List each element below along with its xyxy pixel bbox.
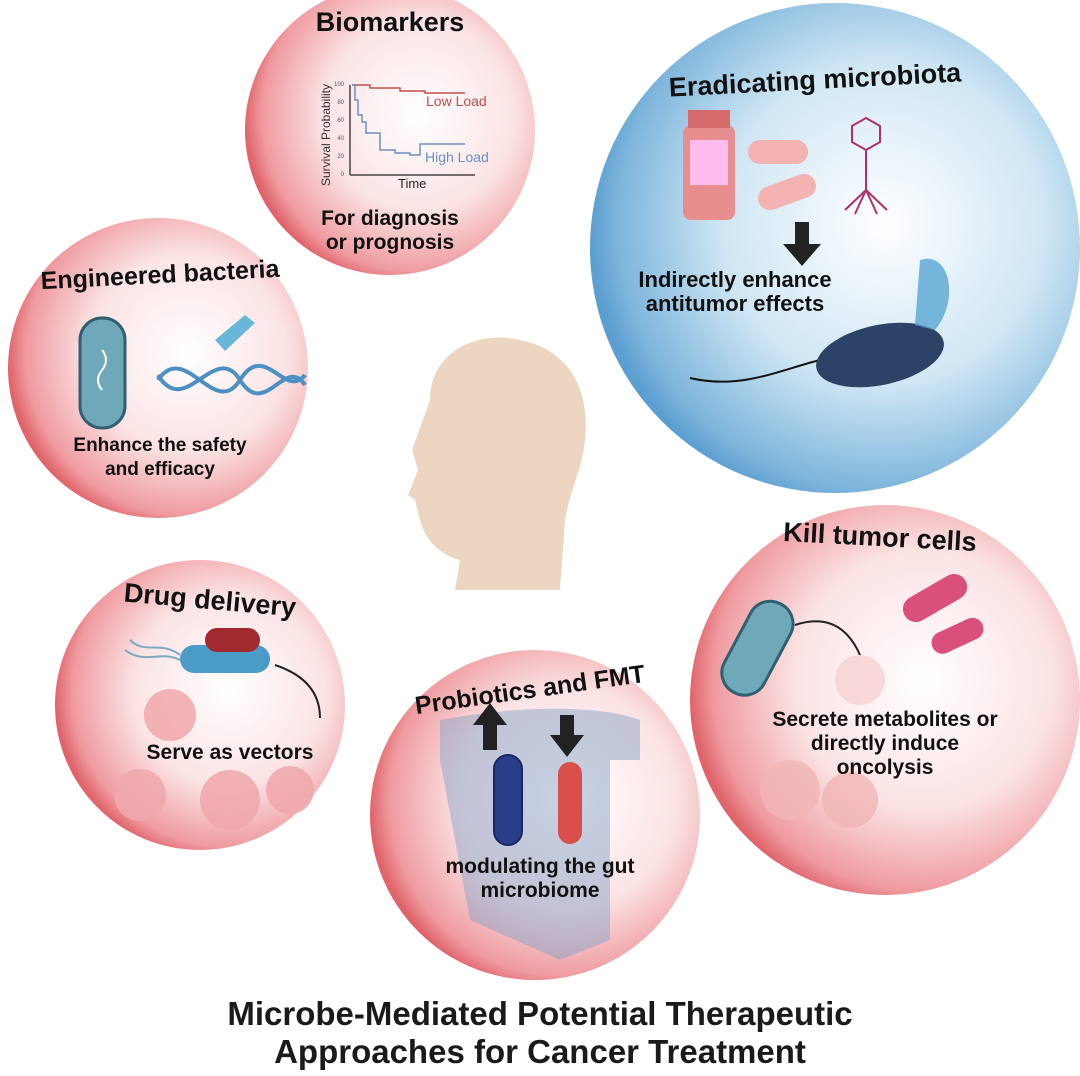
probiotics-title: Probiotics and FMT xyxy=(413,659,647,721)
survival-chart xyxy=(349,84,475,176)
eradicating-title: Eradicating microbiota xyxy=(668,57,962,103)
caption-line: modulating the gut xyxy=(445,855,635,878)
title-line: Approaches for Cancer Treatment xyxy=(274,1033,806,1070)
caption-line: or prognosis xyxy=(325,231,455,254)
caption-line: and efficacy xyxy=(105,459,215,480)
down-arrow-icon xyxy=(550,715,584,757)
high-load-curve xyxy=(352,84,465,156)
down-arrow-icon xyxy=(783,222,821,266)
harmful-bacterium-icon xyxy=(558,762,582,844)
caption-line: directly induce xyxy=(810,732,960,755)
curved-arrow-icon xyxy=(794,620,861,656)
human-head-icon xyxy=(408,337,586,590)
dying-bacterium-icon xyxy=(689,258,950,388)
engineered-title: Engineered bacteria xyxy=(39,254,281,296)
curved-arrow-icon xyxy=(274,664,321,719)
low-load-label: Low Load xyxy=(426,93,487,109)
capsules-icon xyxy=(748,140,816,211)
title-line: Microbe-Mediated Potential Therapeutic xyxy=(227,995,853,1032)
ytick: 0 xyxy=(340,172,344,178)
caption-line: antitumor effects xyxy=(645,291,825,316)
dna-editing-icon xyxy=(156,315,307,396)
caption-line: Secrete metabolites or xyxy=(772,708,998,731)
pathogen-bacteria-icon xyxy=(902,574,984,654)
colon-icon xyxy=(440,708,640,960)
bacterium-icon xyxy=(78,316,127,430)
kill-title: Kill tumor cells xyxy=(782,516,978,558)
caption-line: Serve as vectors xyxy=(146,741,314,764)
engineered-circle xyxy=(8,218,308,518)
y-axis-label: Survival Probability xyxy=(319,83,333,187)
pill-bottle-icon xyxy=(683,110,735,220)
engineered-caption: Enhance the safety and efficacy xyxy=(40,434,280,482)
caption-line: oncolysis xyxy=(836,756,934,779)
caption-line: For diagnosis xyxy=(321,207,459,230)
low-load-curve xyxy=(352,84,465,94)
tumor-cells-icon xyxy=(114,689,314,830)
drug-caption: Serve as vectors xyxy=(100,741,360,765)
ytick: 20 xyxy=(337,154,344,160)
ytick: 100 xyxy=(333,82,344,88)
x-axis-label: Time xyxy=(398,176,427,191)
caption-line: microbiome xyxy=(480,879,600,902)
caption-line: Enhance the safety xyxy=(73,435,247,456)
probiotic-bacterium-icon xyxy=(493,754,523,846)
up-arrow-icon xyxy=(473,703,507,750)
tumor-cells-icon xyxy=(760,655,885,828)
biomarkers-circle xyxy=(245,0,535,275)
caption-line: Indirectly enhance xyxy=(638,267,832,292)
ytick: 40 xyxy=(337,136,344,142)
drug-title: Drug delivery xyxy=(122,577,298,623)
ytick: 80 xyxy=(337,100,344,106)
high-load-label: High Load xyxy=(425,149,489,165)
bacteriophage-icon xyxy=(844,116,888,215)
biomarkers-title: Biomarkers xyxy=(315,7,465,37)
ytick: 60 xyxy=(337,118,344,124)
bacterium-with-capsule-icon xyxy=(124,628,270,673)
bacterium-icon xyxy=(720,599,795,697)
